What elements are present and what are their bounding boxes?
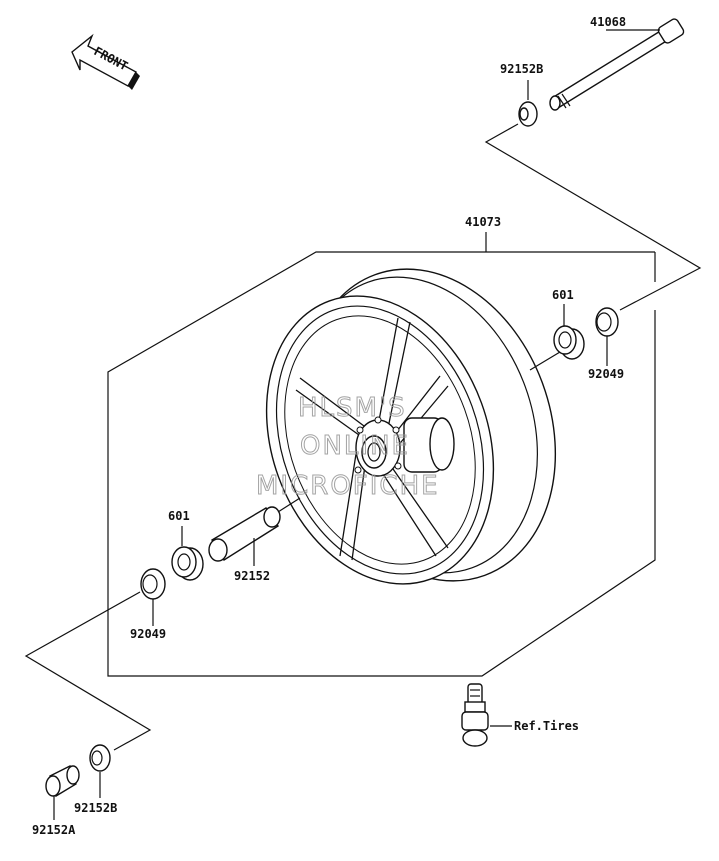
leader-axle-line-left — [277, 497, 301, 513]
watermark-line-3: MICROFICHE — [256, 471, 440, 501]
watermark: HLSM'S ONLINE MICROFICHE — [256, 393, 440, 502]
bearing-601-left — [171, 546, 204, 581]
leader-axle-line-right — [529, 351, 561, 371]
label-601-right: 601 — [552, 288, 574, 302]
label-ref-tires: Ref.Tires — [514, 719, 579, 733]
wheel-assembly-frame — [107, 251, 656, 677]
collar-92152a — [45, 765, 80, 798]
spacer-92152 — [208, 506, 281, 562]
bearing-601-right — [553, 325, 585, 360]
seal-92049-left — [140, 568, 166, 600]
label-92049-left: 92049 — [130, 627, 166, 641]
label-41073: 41073 — [465, 215, 501, 229]
label-92152b-top: 92152B — [500, 62, 543, 76]
assembly-bracket-top — [484, 123, 702, 311]
watermark-line-1: HLSM'S — [298, 393, 407, 423]
label-601-left: 601 — [168, 509, 190, 523]
collar-92152b-top — [518, 101, 538, 127]
collar-92152b-bottom — [89, 744, 111, 772]
axle-41068 — [549, 18, 685, 111]
label-92152b-bottom: 92152B — [74, 801, 117, 815]
label-92152: 92152 — [234, 569, 270, 583]
tire-valve-icon — [461, 683, 489, 747]
wheel-rim — [265, 268, 557, 585]
seal-92049-right — [595, 307, 619, 337]
assembly-bracket-bottom — [24, 591, 152, 751]
label-41068: 41068 — [590, 15, 626, 29]
watermark-line-2: ONLINE — [300, 431, 410, 461]
label-92152a: 92152A — [32, 823, 76, 837]
front-arrow-icon: FRONT — [71, 33, 140, 90]
label-92049-right: 92049 — [588, 367, 624, 381]
